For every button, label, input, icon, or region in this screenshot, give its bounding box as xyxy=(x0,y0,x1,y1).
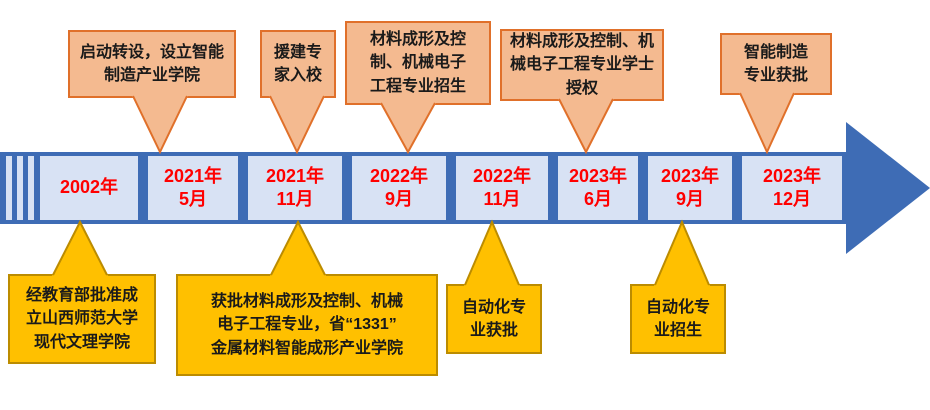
callout-text: 材料成形及控制、机 械电子工程专业学士 授权 xyxy=(509,33,654,97)
timeline-segment-2023-09: 2023年 9月 xyxy=(648,156,732,220)
down-arrow-icon xyxy=(132,95,188,155)
timeline-segment-2023-06: 2023年 6月 xyxy=(558,156,638,220)
timeline-segment-2021-11: 2021年 11月 xyxy=(248,156,342,220)
callout-text: 材料成形及控 制、机械电子 工程专业招生 xyxy=(369,31,466,95)
down-arrow-icon xyxy=(269,95,325,155)
callout-top-1: 启动转设，设立智能 制造产业学院 xyxy=(68,30,236,98)
timeline-segment-2021-05: 2021年 5月 xyxy=(148,156,238,220)
down-arrow-icon xyxy=(380,102,436,155)
timeline-date: 2022年 9月 xyxy=(369,165,429,209)
timeline-segment-2022-11: 2022年 11月 xyxy=(456,156,548,220)
callout-text: 自动化专 业获批 xyxy=(461,298,526,339)
timeline-date: 2023年 12月 xyxy=(762,165,822,209)
callout-text: 自动化专 业招生 xyxy=(645,298,710,339)
timeline-date: 2022年 11月 xyxy=(472,165,532,209)
callout-bottom-3: 自动化专 业获批 xyxy=(446,284,542,354)
timeline-leading-strip xyxy=(28,156,34,220)
timeline-date: 2023年 9月 xyxy=(660,165,720,209)
timeline-segment-2022-09: 2022年 9月 xyxy=(352,156,446,220)
callout-top-4: 材料成形及控制、机 械电子工程专业学士 授权 xyxy=(500,29,664,101)
callout-top-5: 智能制造 专业获批 xyxy=(720,33,832,95)
callout-bottom-2: 获批材料成形及控制、机械 电子工程专业，省“1331” 金属材料智能成形产业学院 xyxy=(176,274,438,376)
timeline-date: 2021年 11月 xyxy=(265,165,325,209)
callout-top-3: 材料成形及控 制、机械电子 工程专业招生 xyxy=(345,21,491,105)
up-arrow-icon xyxy=(270,219,326,276)
down-arrow-icon xyxy=(558,98,614,155)
callout-top-2: 援建专 家入校 xyxy=(260,30,336,98)
down-arrow-icon xyxy=(739,92,795,155)
callout-text: 启动转设，设立智能 制造产业学院 xyxy=(79,43,224,84)
callout-text: 获批材料成形及控制、机械 电子工程专业，省“1331” 金属材料智能成形产业学院 xyxy=(210,293,403,357)
callout-text: 智能制造 专业获批 xyxy=(743,43,808,84)
timeline-date: 2002年 xyxy=(59,177,119,198)
timeline-segment-2002: 2002年 xyxy=(40,156,138,220)
timeline-date: 2021年 5月 xyxy=(163,165,223,209)
timeline-leading-strip xyxy=(17,156,23,220)
up-arrow-icon xyxy=(464,219,520,286)
timeline-segment-2023-12: 2023年 12月 xyxy=(742,156,842,220)
callout-text: 援建专 家入校 xyxy=(273,43,322,84)
timeline-arrowhead-icon xyxy=(846,122,930,254)
timeline-leading-strip xyxy=(6,156,12,220)
callout-bottom-4: 自动化专 业招生 xyxy=(630,284,726,354)
up-arrow-icon xyxy=(654,219,710,286)
callout-text: 经教育部批准成 立山西师范大学 现代文理学院 xyxy=(25,287,138,351)
timeline-date: 2023年 6月 xyxy=(568,165,628,209)
callout-bottom-1: 经教育部批准成 立山西师范大学 现代文理学院 xyxy=(8,274,156,364)
up-arrow-icon xyxy=(52,219,108,276)
